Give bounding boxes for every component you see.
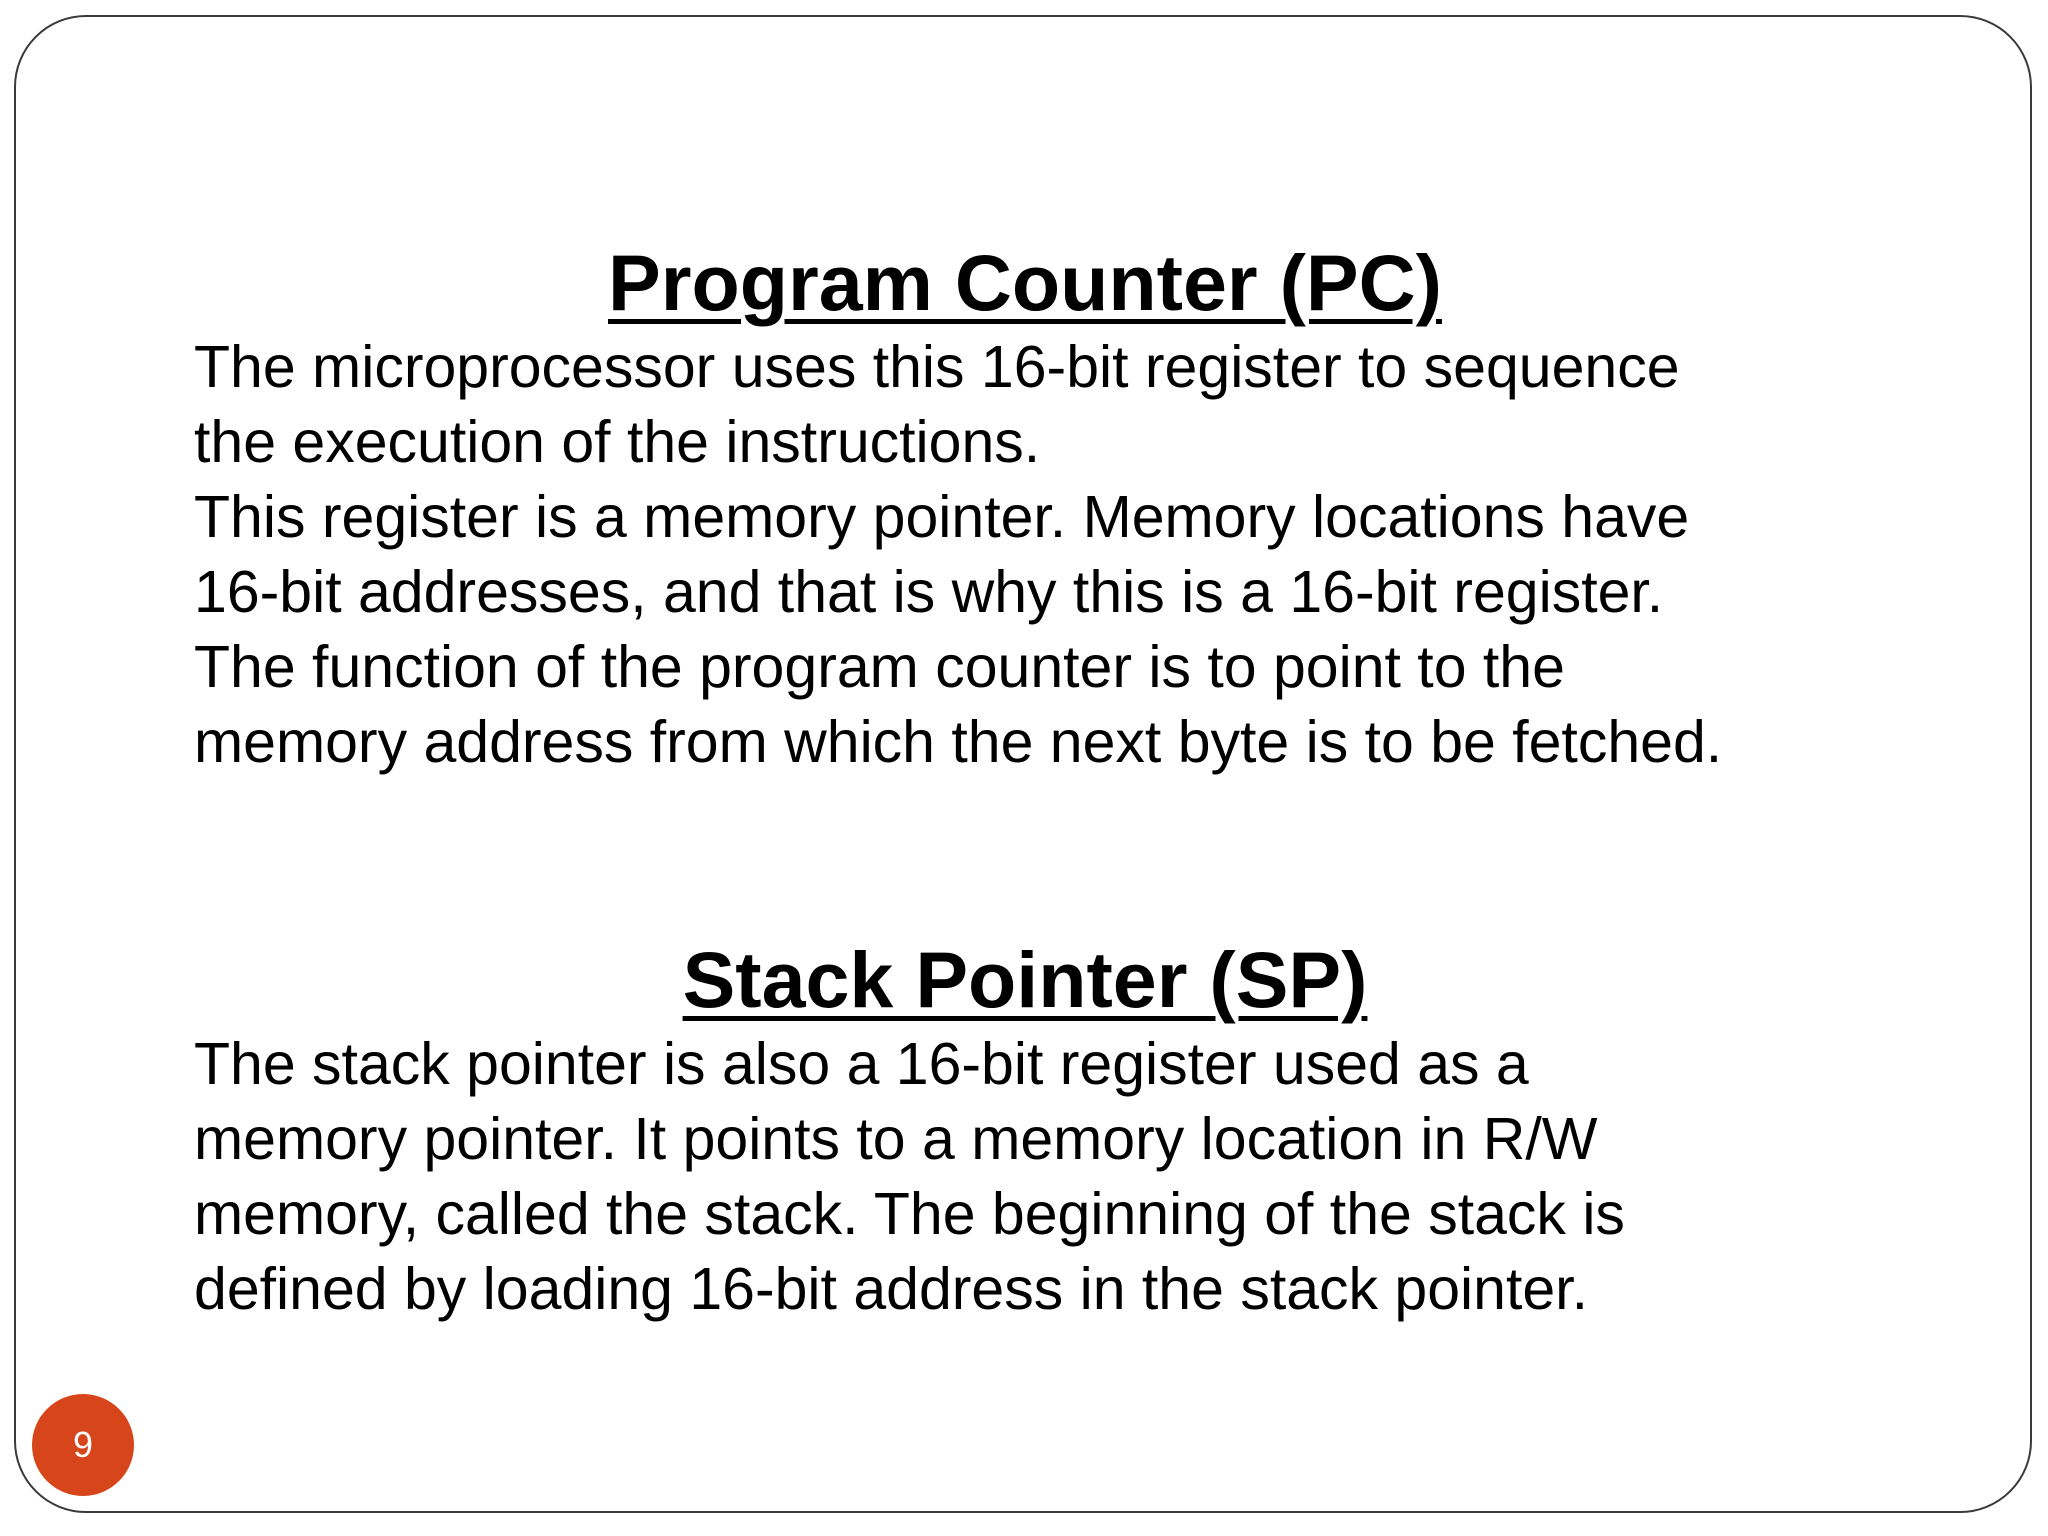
- body-line: The stack pointer is also a 16-bit regis…: [194, 1031, 1529, 1097]
- page-number-badge: 9: [32, 1394, 134, 1496]
- section-title-stack-pointer: Stack Pointer (SP): [682, 935, 1368, 1024]
- body-line: memory address from which the next byte …: [194, 709, 1723, 775]
- body-line: defined by loading 16-bit address in the…: [194, 1256, 1588, 1322]
- slide-frame: Program Counter (PC) The microprocessor …: [14, 15, 2032, 1513]
- body-line: This register is a memory pointer. Memor…: [194, 484, 1690, 550]
- body-line: memory, called the stack. The beginning …: [194, 1181, 1625, 1247]
- section-body-stack-pointer: The stack pointer is also a 16-bit regis…: [194, 1027, 1894, 1327]
- section-body-program-counter: The microprocessor uses this 16-bit regi…: [194, 330, 1894, 780]
- body-line: The microprocessor uses this 16-bit regi…: [194, 334, 1680, 400]
- body-line: the execution of the instructions.: [194, 409, 1041, 475]
- section-title-program-counter: Program Counter (PC): [608, 238, 1442, 327]
- body-line: 16-bit addresses, and that is why this i…: [194, 559, 1664, 625]
- body-line: The function of the program counter is t…: [194, 634, 1565, 700]
- body-line: memory pointer. It points to a memory lo…: [194, 1106, 1598, 1172]
